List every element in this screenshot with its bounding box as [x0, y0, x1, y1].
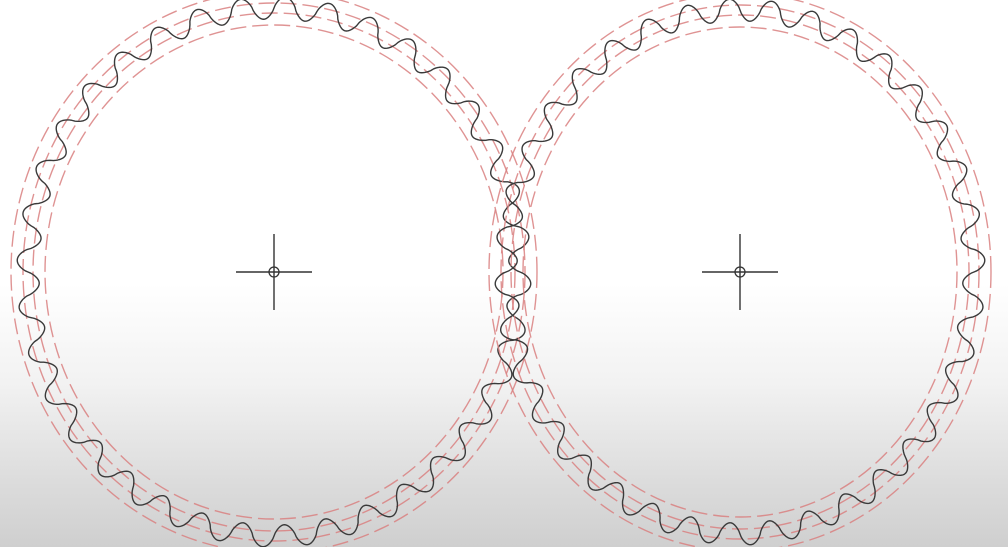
pitch-circle	[22, 2, 526, 542]
gear-right	[488, 0, 992, 547]
base-circle	[510, 14, 970, 530]
base-circle	[32, 12, 516, 532]
gear-left	[10, 0, 538, 547]
tooth-profile	[494, 0, 986, 546]
root-circle	[522, 26, 958, 518]
tooth-profile	[16, 0, 532, 547]
pitch-circle	[500, 4, 980, 540]
addendum-circle	[10, 0, 538, 547]
addendum-circle	[488, 0, 992, 547]
center-point	[268, 266, 280, 278]
root-circle	[44, 24, 504, 520]
center-point	[734, 266, 746, 278]
